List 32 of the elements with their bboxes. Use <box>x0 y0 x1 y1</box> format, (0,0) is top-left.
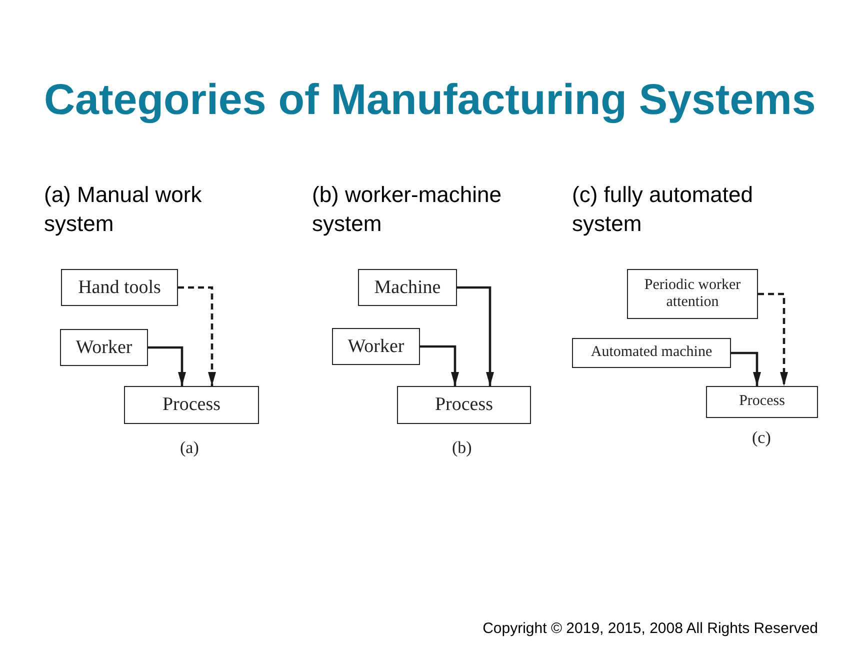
dashed-arrow <box>758 292 788 386</box>
block-box <box>124 386 259 424</box>
section-heading: (b) worker-machine system <box>312 181 502 238</box>
figure-label: (b) <box>452 438 472 458</box>
copyright-notice: Copyright © 2019, 2015, 2008 All Rights Reserved <box>482 620 818 638</box>
block-box <box>358 269 457 306</box>
arrow <box>148 346 186 386</box>
section-heading: (a) Manual work system <box>44 181 203 238</box>
slide-title: Categories of Manufacturing Systems <box>44 75 816 126</box>
block-box <box>572 338 731 368</box>
block-box <box>706 386 818 418</box>
block-label: Worker <box>76 336 132 358</box>
arrow <box>420 345 459 386</box>
figure-label: (c) <box>752 428 771 448</box>
arrow <box>457 286 494 386</box>
block-box <box>397 386 531 424</box>
figure-label: (a) <box>180 438 199 458</box>
block-box <box>332 328 420 365</box>
block-label: Periodic worker attention <box>643 276 742 312</box>
block-box <box>61 269 178 306</box>
block-label: Machine <box>374 276 441 298</box>
block-label: Process <box>434 394 494 416</box>
block-label: Hand tools <box>78 276 161 298</box>
section-heading: (c) fully automated system <box>572 181 754 238</box>
dashed-arrow <box>178 286 216 386</box>
arrow <box>731 352 761 386</box>
block-label: Automated machine <box>590 344 712 362</box>
block-box <box>60 329 148 366</box>
block-label: Worker <box>348 336 404 358</box>
block-label: Process <box>739 393 785 411</box>
block-box <box>627 269 758 319</box>
block-label: Process <box>162 394 221 416</box>
